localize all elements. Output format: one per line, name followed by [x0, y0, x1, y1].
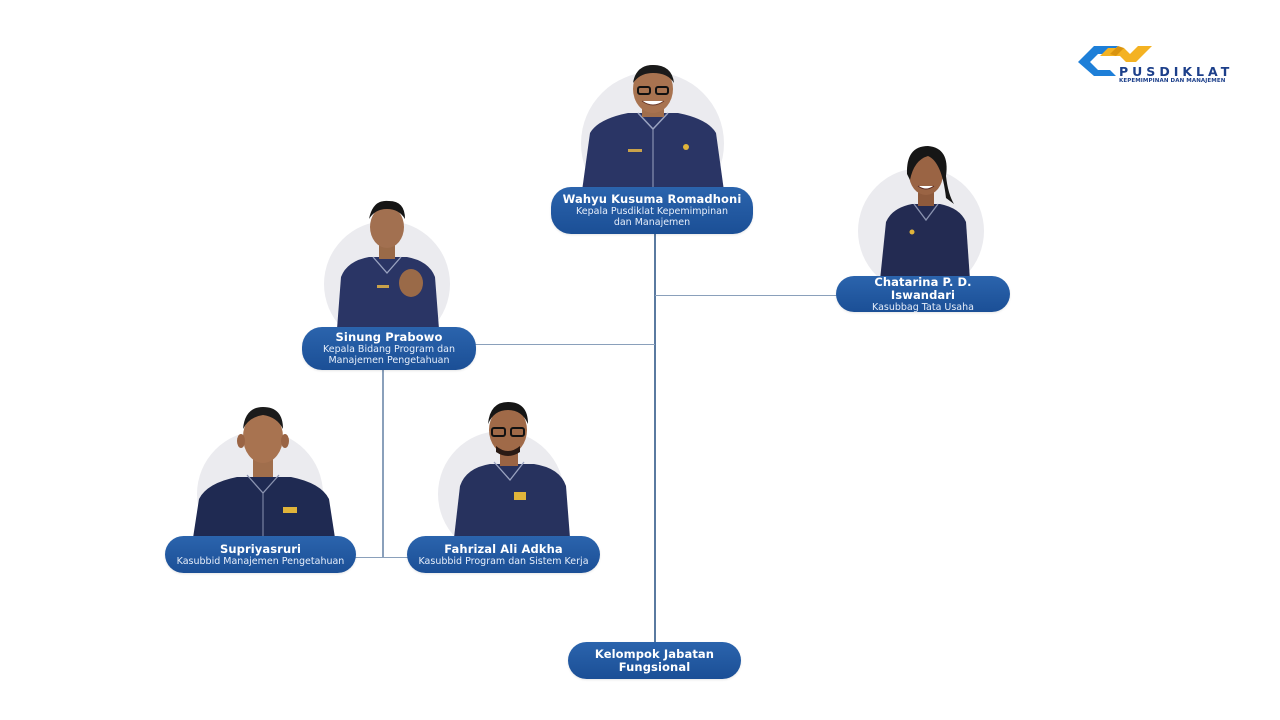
person-photo-icon	[880, 146, 970, 280]
person-photo-icon	[454, 402, 570, 538]
person-name: Supriyasruri	[219, 541, 302, 556]
org-node-jabatan-fungsional-label[interactable]: Kelompok Jabatan Fungsional	[568, 642, 741, 679]
org-node-head-label[interactable]: Wahyu Kusuma Romadhoni Kepala Pusdiklat …	[551, 187, 753, 234]
org-node-tu-label[interactable]: Chatarina P. D. Iswandari Kasubbag Tata …	[836, 274, 1010, 313]
person-photo-icon	[582, 65, 724, 191]
connector-head-tu	[655, 295, 837, 297]
connector-head-kabid	[474, 344, 655, 346]
logo-title: PUSDIKLAT	[1119, 64, 1234, 79]
logo-mark-icon	[1078, 46, 1152, 76]
group-name-line2: Fungsional	[618, 659, 691, 674]
org-node-kasubbid-2-label[interactable]: Fahrizal Ali Adkha Kasubbid Program dan …	[407, 536, 600, 573]
person-role-line1: Kepala Pusdiklat Kepemimpinan	[576, 206, 728, 217]
person-role-line1: Kepala Bidang Program dan	[323, 344, 455, 355]
connector-kabid-trunk	[382, 369, 384, 558]
logo-subtitle: KEPEMIMPINAN DAN MANAJEMEN	[1119, 78, 1226, 84]
person-name: Chatarina P. D. Iswandari	[874, 274, 972, 302]
connector-kasubbid	[354, 557, 408, 559]
connector-head-trunk	[654, 232, 656, 644]
person-name: Fahrizal Ali Adkha	[444, 541, 563, 556]
person-photo-icon	[193, 407, 335, 538]
org-node-kabid-label[interactable]: Sinung Prabowo Kepala Bidang Program dan…	[302, 327, 476, 370]
org-node-kasubbid-1-label[interactable]: Supriyasruri Kasubbid Manajemen Pengetah…	[165, 536, 356, 573]
pusdiklat-logo: PUSDIKLAT KEPEMIMPINAN DAN MANAJEMEN	[1076, 40, 1231, 90]
person-role: Kasubbid Manajemen Pengetahuan	[176, 555, 345, 567]
person-role: Kasubbag Tata Usaha	[872, 301, 974, 313]
person-name: Sinung Prabowo	[335, 330, 443, 344]
person-role: Kasubbid Program dan Sistem Kerja	[418, 555, 589, 567]
person-role-line2: dan Manajemen	[613, 217, 691, 228]
person-photo-icon	[337, 200, 439, 329]
group-name-line1: Kelompok Jabatan	[594, 646, 715, 661]
person-role-line2: Manajemen Pengetahuan	[328, 355, 450, 366]
person-name: Wahyu Kusuma Romadhoni	[562, 192, 742, 206]
